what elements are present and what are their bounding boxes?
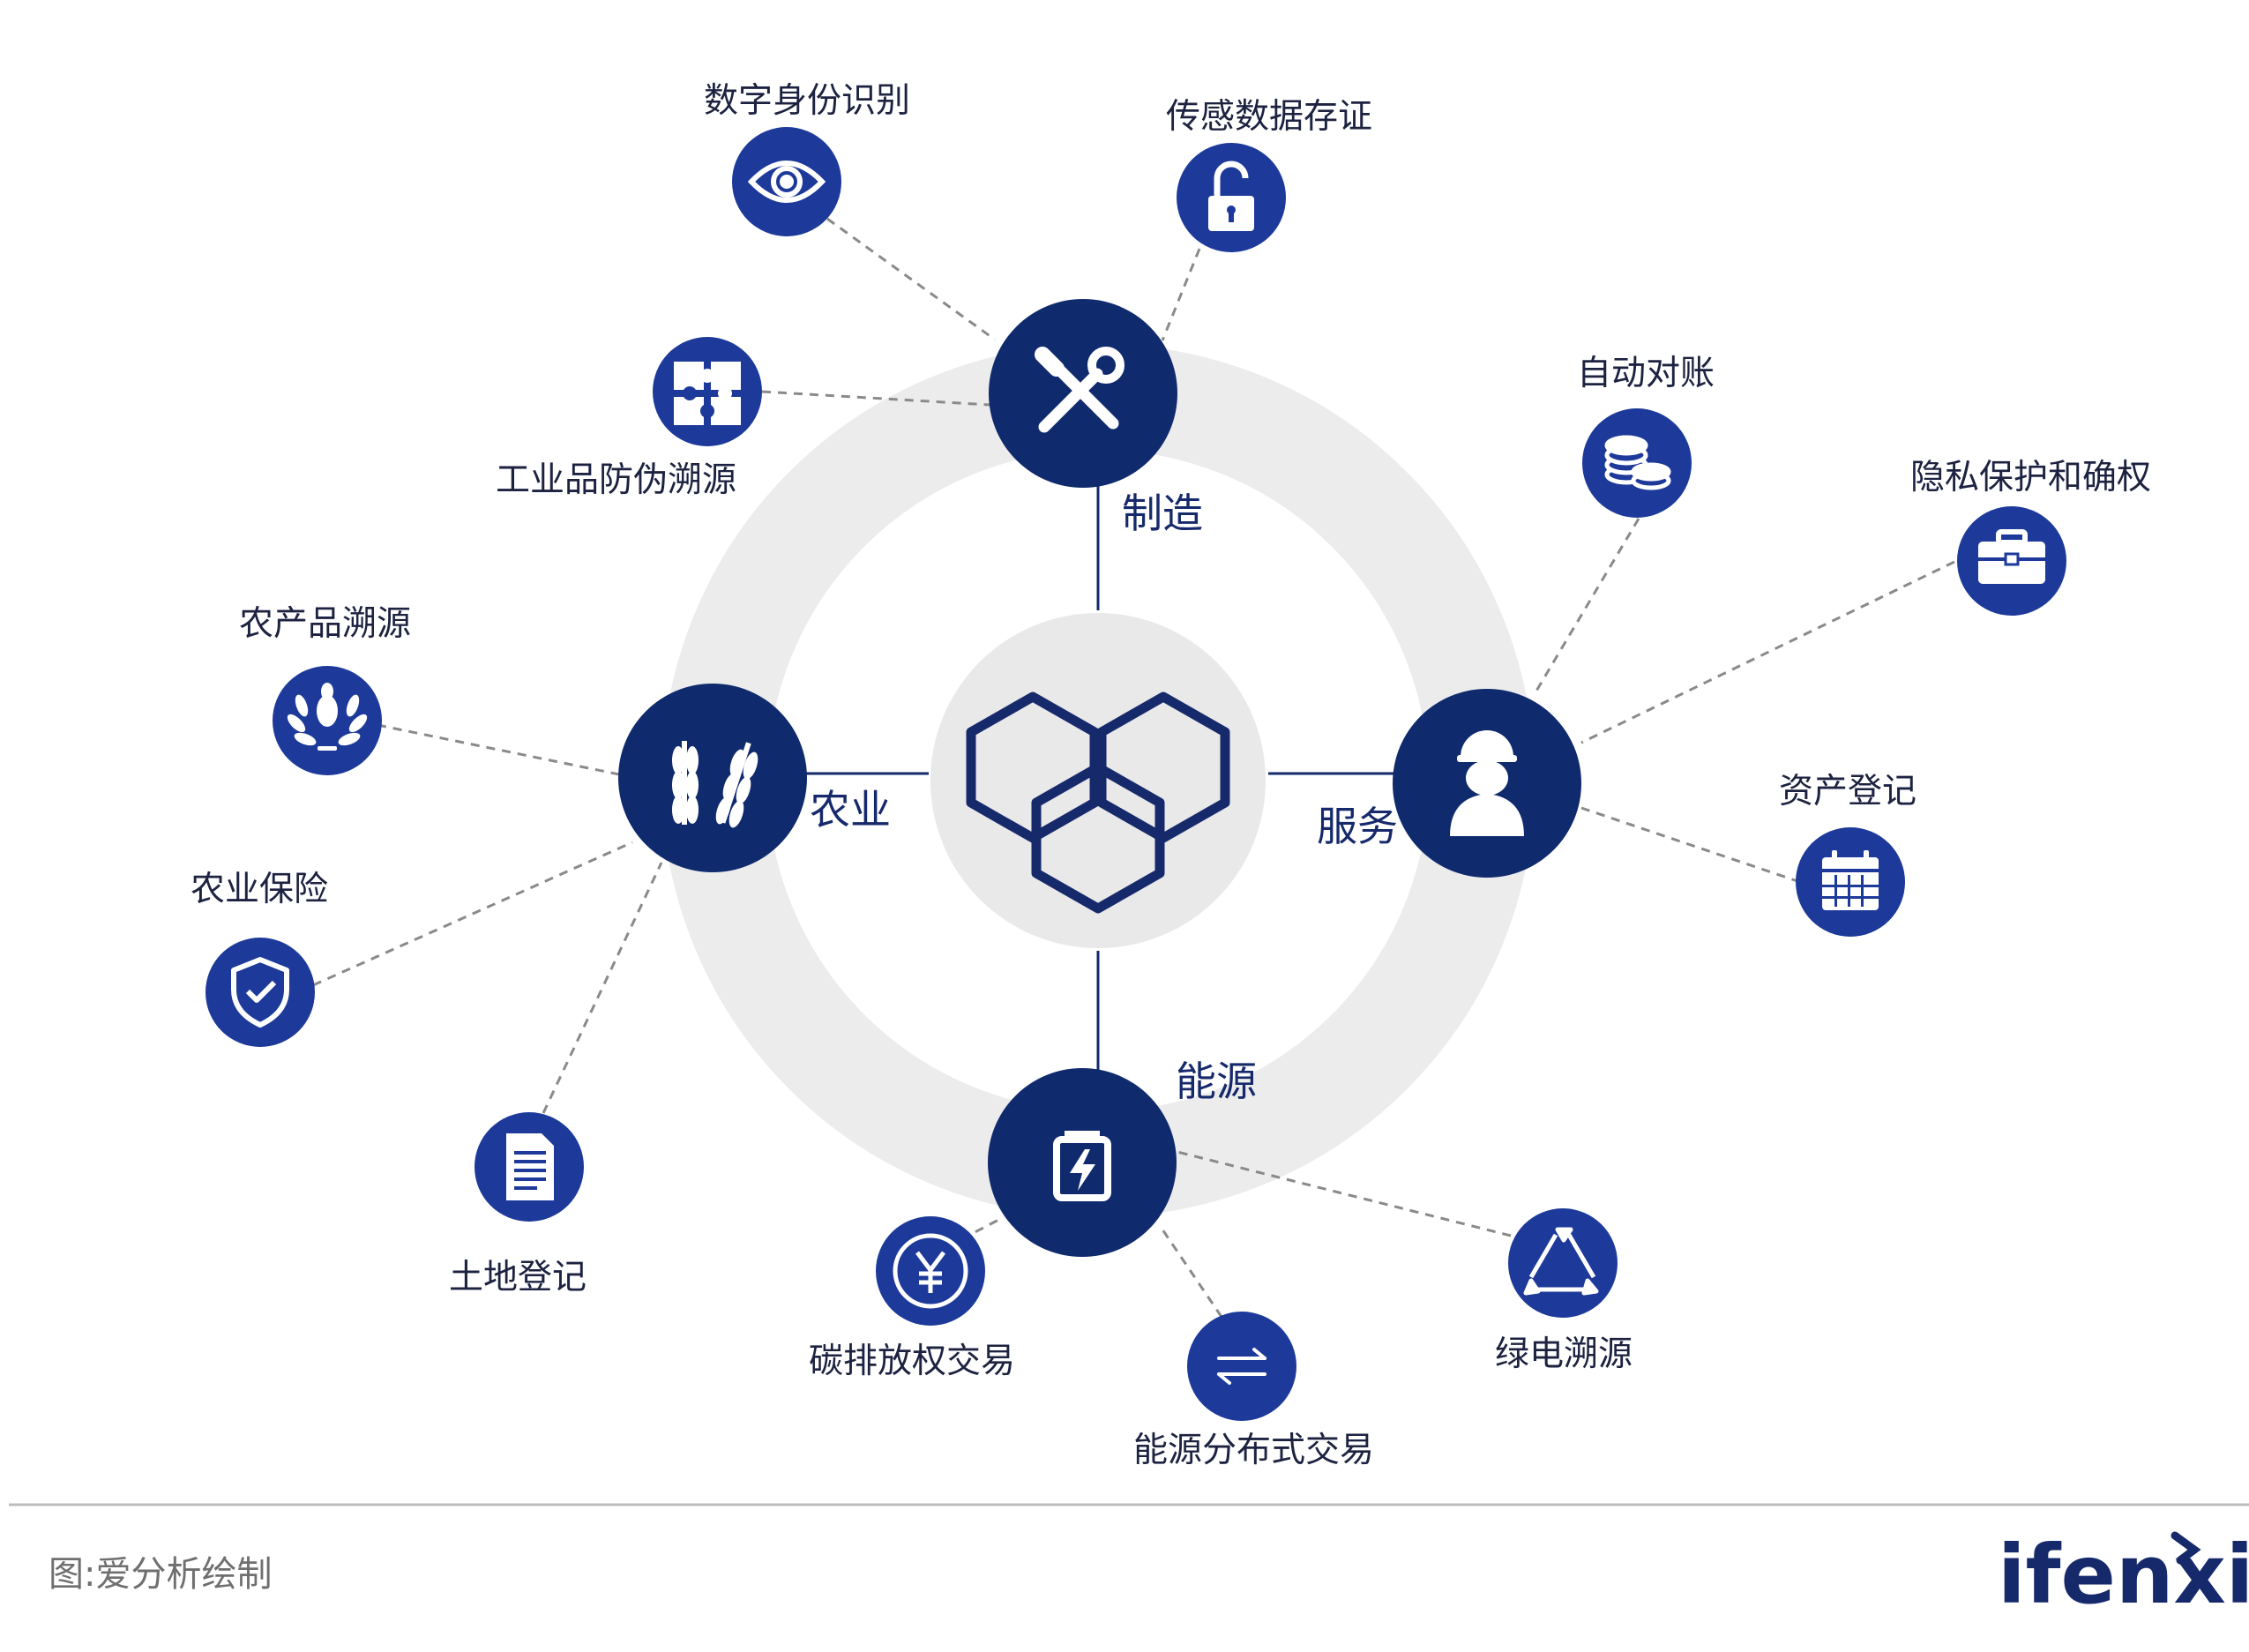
hub-energy[interactable] [988,1068,1177,1257]
leaf-sensor-data[interactable] [1177,143,1286,252]
leaf-auto-reconcile-label: 自动对账 [1577,354,1715,393]
leaf-energy-trade-label: 能源分布式交易 [1133,1431,1374,1470]
leaf-carbon-trade-label: 碳排放权交易 [809,1342,1015,1381]
leaf-agri-insurance[interactable] [205,938,315,1047]
document-icon [506,1133,554,1200]
leaf-land-registry[interactable] [474,1112,584,1222]
leaf-agri-trace[interactable] [273,666,382,775]
tools-icon [1035,347,1124,433]
hub-service-label: 服务 [1317,803,1398,850]
logo-accent-icon [2171,1531,2201,1565]
leaf-industrial-trace-label: 工业品防伪溯源 [496,460,736,500]
leaf-asset-registry[interactable] [1796,827,1905,937]
eye-icon [747,161,826,203]
leaf-green-trace[interactable] [1508,1208,1618,1318]
worker-icon [1450,730,1524,836]
hub-energy-label: 能源 [1176,1058,1257,1105]
hub-manufacturing-label: 制造 [1122,490,1203,537]
leaf-sensor-data-label: 传感数据存证 [1166,97,1372,137]
leaf-green-trace-label: 绿电溯源 [1495,1334,1633,1374]
leaf-energy-trade[interactable] [1187,1312,1296,1421]
leaf-land-registry-label: 土地登记 [449,1258,587,1297]
yen-icon [893,1233,968,1309]
leaf-industrial-trace[interactable] [653,337,762,446]
calendar-icon [1822,850,1879,910]
hub-agriculture[interactable] [618,684,807,872]
leaf-carbon-trade[interactable] [876,1216,985,1326]
laurel-icon [287,683,368,751]
leaf-agri-trace-label: 农产品溯源 [239,604,411,644]
leaf-digital-id[interactable] [732,127,841,236]
shield-check-icon [231,957,289,1028]
leaf-privacy[interactable] [1957,506,2066,616]
lock-icon [1208,161,1254,231]
coins-icon [1604,435,1671,490]
recycle-icon [1523,1227,1599,1296]
leaf-auto-reconcile[interactable] [1582,408,1692,518]
hexagon-chain-icon [966,691,1230,914]
briefcase-icon [1978,529,2045,584]
ifenxi-logo: ifenxi [1998,1528,2249,1622]
leaf-asset-registry-label: 资产登记 [1779,772,1917,811]
hub-service[interactable] [1393,689,1581,878]
wheat-icon [672,741,758,828]
battery-icon [1053,1131,1111,1201]
leaf-digital-id-label: 数字身份识别 [704,81,910,121]
hub-agriculture-label: 农业 [810,786,891,833]
hub-manufacturing[interactable] [989,299,1177,488]
leaf-agri-insurance-label: 农业保险 [191,870,328,909]
leaf-privacy-label: 隐私保护和确权 [1910,458,2151,497]
puzzle-icon [674,362,741,425]
connectors [312,217,1955,1318]
exchange-icon [1217,1348,1266,1385]
axis-lines [803,481,1393,1072]
figure-caption: 图:爱分析绘制 [49,1554,272,1595]
